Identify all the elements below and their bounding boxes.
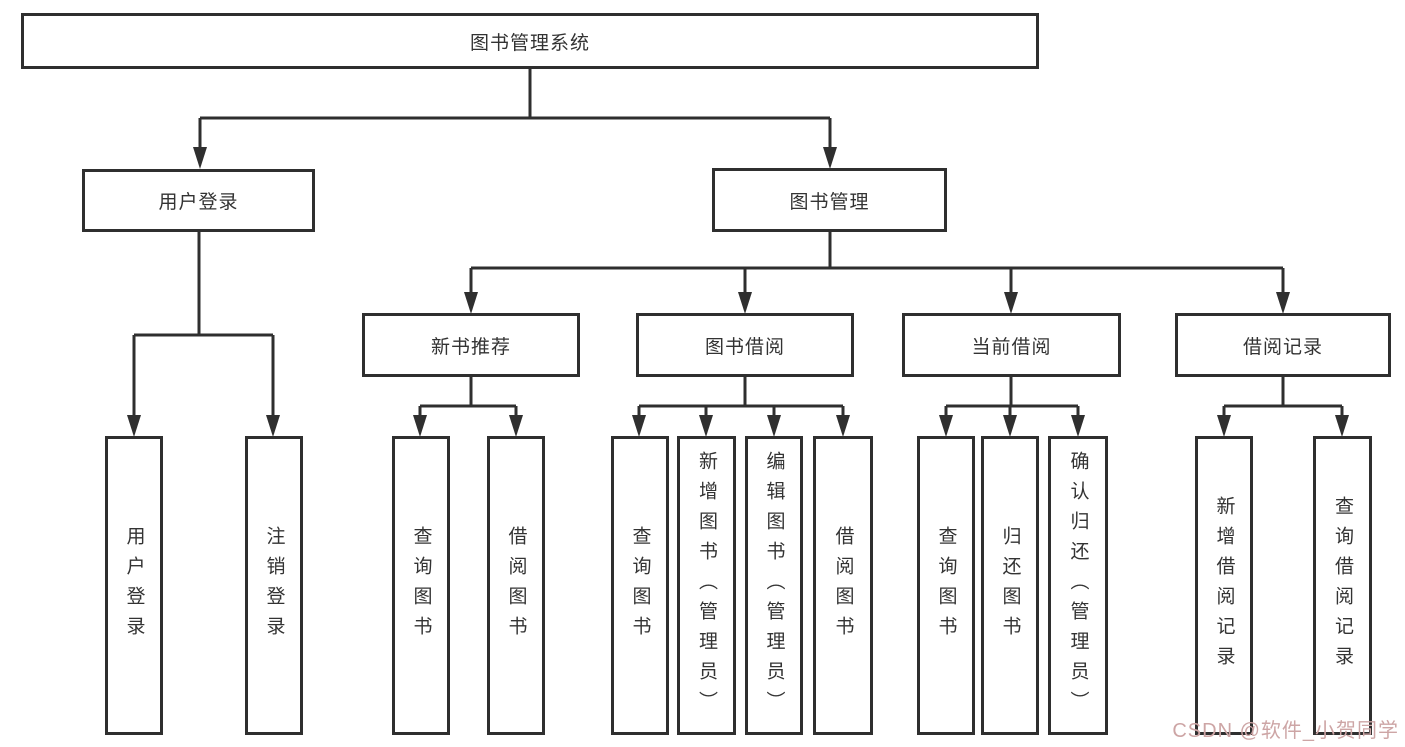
leaf-add-borrow-record: 新增借阅记录 — [1195, 436, 1253, 735]
connector-current-borrowing-to-leaves — [939, 377, 1085, 437]
leaf-query-books-recommend: 查询图书 — [392, 436, 450, 735]
node-user-login: 用户登录 — [82, 169, 315, 232]
leaf-logout: 注销登录 — [245, 436, 303, 735]
leaf-borrow-books-borrowing: 借阅图书 — [813, 436, 873, 735]
node-new-book-recommend: 新书推荐 — [362, 313, 580, 377]
node-book-management: 图书管理 — [712, 168, 947, 232]
connector-user-login-to-leaves — [127, 232, 280, 437]
connector-root-to-level2 — [193, 69, 837, 169]
connector-borrowing-records-to-leaves — [1217, 377, 1349, 437]
node-borrowing-records: 借阅记录 — [1175, 313, 1391, 377]
leaf-query-books-borrowing: 查询图书 — [611, 436, 669, 735]
leaf-edit-books-admin: 编辑图书（管理员） — [745, 436, 803, 735]
connector-book-borrowing-to-leaves — [632, 377, 850, 437]
connector-new-book-recommend-to-leaves — [413, 377, 523, 437]
node-root-system: 图书管理系统 — [21, 13, 1039, 69]
leaf-user-login: 用户登录 — [105, 436, 163, 735]
leaf-borrow-books-recommend: 借阅图书 — [487, 436, 545, 735]
leaf-return-books: 归还图书 — [981, 436, 1039, 735]
node-current-borrowing: 当前借阅 — [902, 313, 1121, 377]
leaf-query-books-current: 查询图书 — [917, 436, 975, 735]
node-book-borrowing: 图书借阅 — [636, 313, 854, 377]
connector-book-management-to-level3 — [464, 232, 1290, 314]
leaf-add-books-admin: 新增图书（管理员） — [677, 436, 736, 735]
leaf-query-borrow-record: 查询借阅记录 — [1313, 436, 1372, 735]
leaf-confirm-return-admin: 确认归还（管理员） — [1048, 436, 1108, 735]
